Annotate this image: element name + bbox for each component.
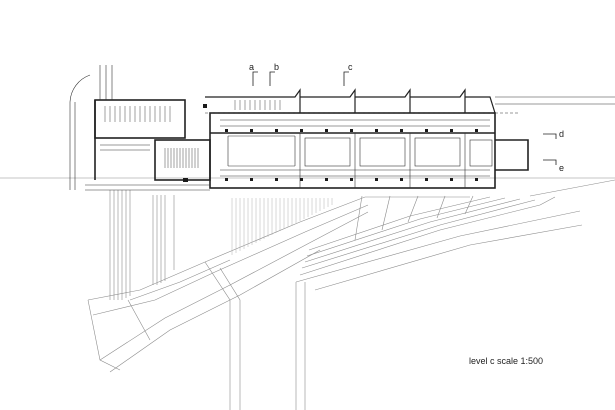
building-walls [94,88,529,189]
drawing-caption: level c scale 1:500 [469,356,544,366]
section-marker-d: d [559,129,565,139]
structural-columns [183,104,478,182]
section-marker-a: a [249,62,255,72]
section-marker-b: b [274,62,280,72]
site-context-lines [0,177,615,410]
section-marker-c: c [348,62,353,72]
interior-lines [69,65,615,191]
section-marker-e: e [559,163,565,173]
desk-rows [104,100,281,168]
hatched-plaza [231,198,333,255]
section-cut-lines [252,71,557,165]
